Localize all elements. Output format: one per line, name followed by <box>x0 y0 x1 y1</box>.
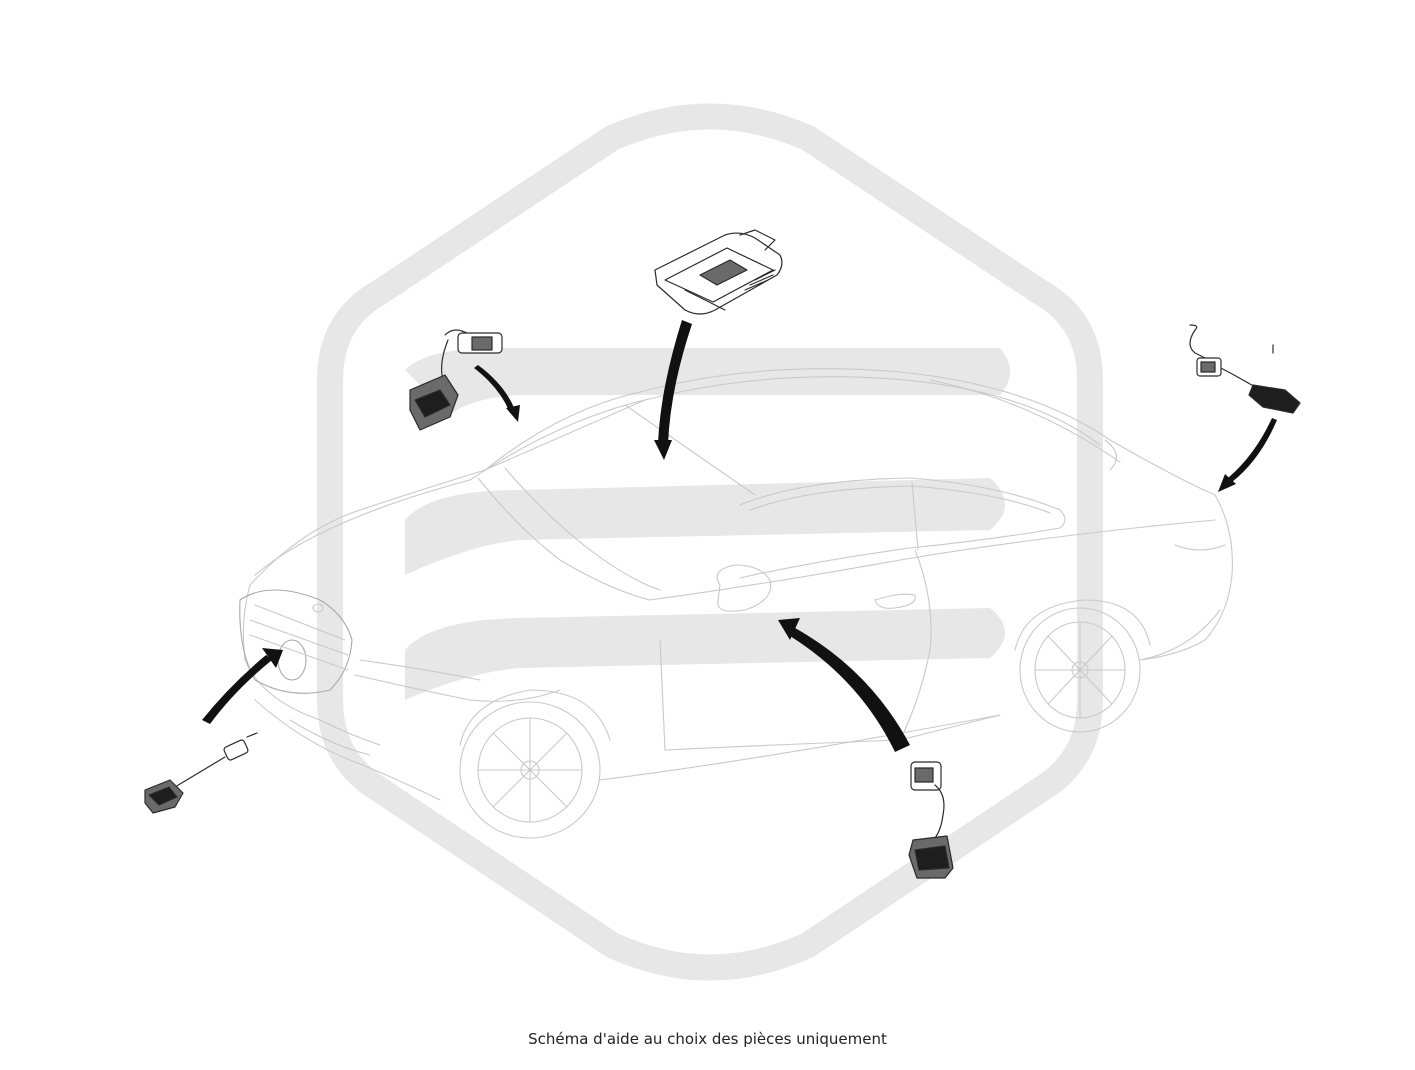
arrow-front-camera <box>202 648 283 724</box>
rear-camera-icon <box>1189 324 1301 414</box>
watermark-logo <box>317 103 1103 981</box>
arrow-control-unit <box>654 320 692 460</box>
control-module-icon <box>654 229 783 315</box>
mirror-camera-icon <box>908 761 954 879</box>
arrow-rear-camera <box>1218 418 1277 492</box>
diagram-caption: Schéma d'aide au choix des pièces unique… <box>528 1030 887 1048</box>
mirror-camera-icon <box>409 329 503 431</box>
arrow-right-mirror <box>778 618 910 752</box>
front-camera-icon <box>144 732 258 814</box>
car-outline <box>239 368 1233 839</box>
arrow-left-mirror <box>474 365 520 422</box>
